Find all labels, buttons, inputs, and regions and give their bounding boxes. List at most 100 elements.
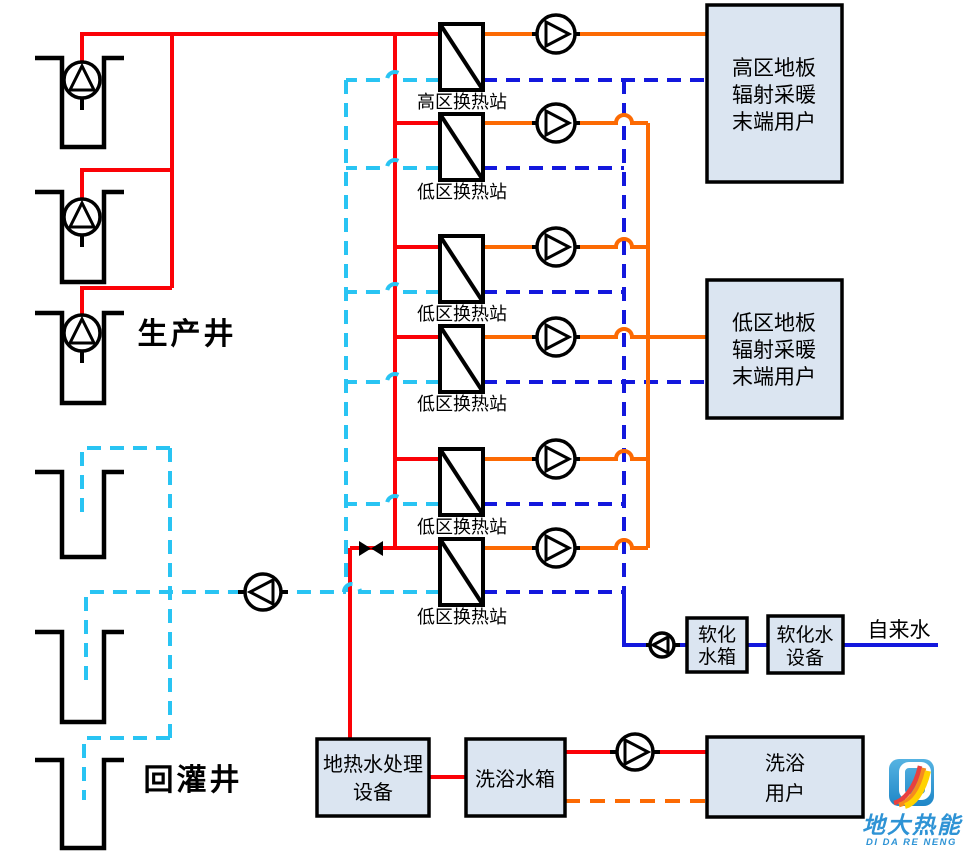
production-well-1-icon <box>35 55 124 150</box>
geothermal-reinjection-return-pipes <box>80 70 440 800</box>
production-wells <box>35 55 124 406</box>
pump-impeller <box>544 533 573 563</box>
low-zone-user-box: 低区地板 辐射采暖 末端用户 <box>705 278 844 420</box>
heat-exchanger-diagonal <box>438 324 485 394</box>
pipe-red-main-top <box>80 32 440 62</box>
softened-water-device-line1: 软化水 <box>776 624 833 646</box>
didareneng-logo: 地大热能 DI DA RE NENG <box>862 759 963 848</box>
hx-station-low-5-label: 低区换热站 <box>417 607 507 627</box>
softened-water-device-rect <box>766 614 845 675</box>
tap-water-label: 自来水 <box>868 618 931 642</box>
pipe-orange-hx3-supply <box>483 237 648 249</box>
well-pump-1-icon <box>62 60 102 110</box>
bath-tank-label: 洗浴水箱 <box>475 768 555 791</box>
heat-exchanger-diagonal <box>438 234 485 304</box>
pipe-orange-hx2-supply <box>483 113 648 125</box>
reinjection-well-2-icon <box>35 629 124 725</box>
pump-impeller <box>544 232 573 262</box>
pipe-cyan-main-return <box>84 582 440 680</box>
heat-exchanger-diagonal <box>438 112 485 182</box>
pump-impeller <box>246 577 275 607</box>
hx-station-low-4-label: 低区换热站 <box>417 517 507 537</box>
pipe-cyan-hx4-return <box>346 372 440 384</box>
reinjection-well-label: 回灌井 <box>144 764 243 797</box>
production-well-2-icon <box>35 189 124 285</box>
heat-exchanger-diagonal <box>438 447 485 517</box>
hx-station-low-4: 低区换热站 <box>417 447 507 537</box>
softened-water-tank-line2: 水箱 <box>698 646 736 668</box>
hx-pump-2-icon <box>532 102 580 144</box>
heating-return-pipes <box>483 78 707 602</box>
pipe-orange-hx6-supply <box>483 538 648 550</box>
low-zone-user-line1: 低区地板 <box>732 311 816 335</box>
pump-impeller <box>67 62 97 92</box>
pump-impeller <box>623 737 652 767</box>
valve-right-triangle <box>371 541 383 556</box>
hx-station-low-2-label: 低区换热站 <box>417 304 507 324</box>
geothermal-treatment-rect <box>315 737 431 818</box>
pipe-orange-hx5-supply <box>483 449 648 461</box>
pump-impeller <box>544 322 573 352</box>
hx-station-low-1-label: 低区换热站 <box>417 182 507 202</box>
pump-impeller <box>649 634 670 656</box>
valve-icon <box>359 541 383 556</box>
low-zone-user-line2: 辐射采暖 <box>732 338 816 362</box>
reinjection-well-3-icon <box>35 757 124 851</box>
geothermal-hot-supply-pipes <box>80 32 707 779</box>
low-zone-user-line3: 末端用户 <box>732 365 816 389</box>
geothermal-treatment-line2: 设备 <box>353 781 393 804</box>
pipe-cyan-hx5-return <box>346 494 440 506</box>
hx-station-low-3-label: 低区换热站 <box>417 394 507 414</box>
hx-pump-5-icon <box>532 438 580 480</box>
pump-impeller <box>67 199 97 229</box>
high-zone-user-line1: 高区地板 <box>732 56 816 80</box>
geothermal-treatment-line1: 地热水处理 <box>323 753 423 776</box>
pipe-cyan-hx1-return <box>346 70 440 82</box>
pump-impeller <box>544 19 573 49</box>
softened-water-tank-box: 软化 水箱 <box>685 616 749 674</box>
low-zone-user-rect <box>705 278 844 420</box>
production-well-label: 生产井 <box>138 318 237 351</box>
bath-tank-rect <box>464 737 567 818</box>
softened-water-tank-rect <box>685 616 749 674</box>
bath-user-line2: 用户 <box>765 782 805 805</box>
pump-impeller <box>544 444 573 474</box>
hx-station-low-3: 低区换热站 <box>417 324 507 414</box>
pipe-cyan-hx3-return <box>346 282 440 294</box>
pipe-cyan-well3-branch <box>82 736 170 800</box>
hx-pump-4-icon <box>532 316 580 358</box>
softened-water-device-line2: 设备 <box>786 647 824 669</box>
hx-pump-1-icon <box>532 13 580 55</box>
pipe-orange-lowzone-supply <box>483 327 707 339</box>
logo-en-text: DI DA RE NENG <box>866 837 957 848</box>
pipe-cyan-hx2-return <box>346 158 440 170</box>
logo-swoosh-orange <box>898 767 927 808</box>
heating-supply-pipes <box>483 32 707 803</box>
pump-impeller <box>67 315 97 345</box>
reinjection-well-1-icon <box>35 469 124 560</box>
high-zone-user-line2: 辐射采暖 <box>732 83 816 107</box>
pipe-red-well2-riser <box>80 168 172 199</box>
logo-cn-text: 地大热能 <box>862 812 963 838</box>
hx-station-high: 高区换热站 <box>417 22 507 112</box>
hx-station-low-2: 低区换热站 <box>417 234 507 324</box>
bath-pump-icon <box>610 732 660 772</box>
well-pump-2-icon <box>62 197 102 247</box>
reinjection-pump-icon <box>238 572 288 612</box>
softened-water-tank-line1: 软化 <box>698 624 736 646</box>
bath-user-rect <box>705 735 865 819</box>
geothermal-treatment-box: 地热水处理 设备 <box>315 737 431 818</box>
pipe-red-well3-riser <box>80 286 172 315</box>
logo-swoosh-red <box>893 765 923 806</box>
hx-station-low-1: 低区换热站 <box>417 112 507 202</box>
high-zone-user-box: 高区地板 辐射采暖 末端用户 <box>705 3 844 184</box>
high-zone-user-rect <box>705 3 844 184</box>
bath-tank-box: 洗浴水箱 <box>464 737 567 818</box>
softened-water-device-box: 软化水 设备 <box>766 614 845 675</box>
production-well-3-icon <box>35 310 124 406</box>
hx-pump-3-icon <box>532 226 580 268</box>
hx-station-low-5: 低区换热站 <box>417 537 507 627</box>
heat-exchanger-diagonal <box>438 537 485 607</box>
reinjection-wells <box>35 469 124 851</box>
